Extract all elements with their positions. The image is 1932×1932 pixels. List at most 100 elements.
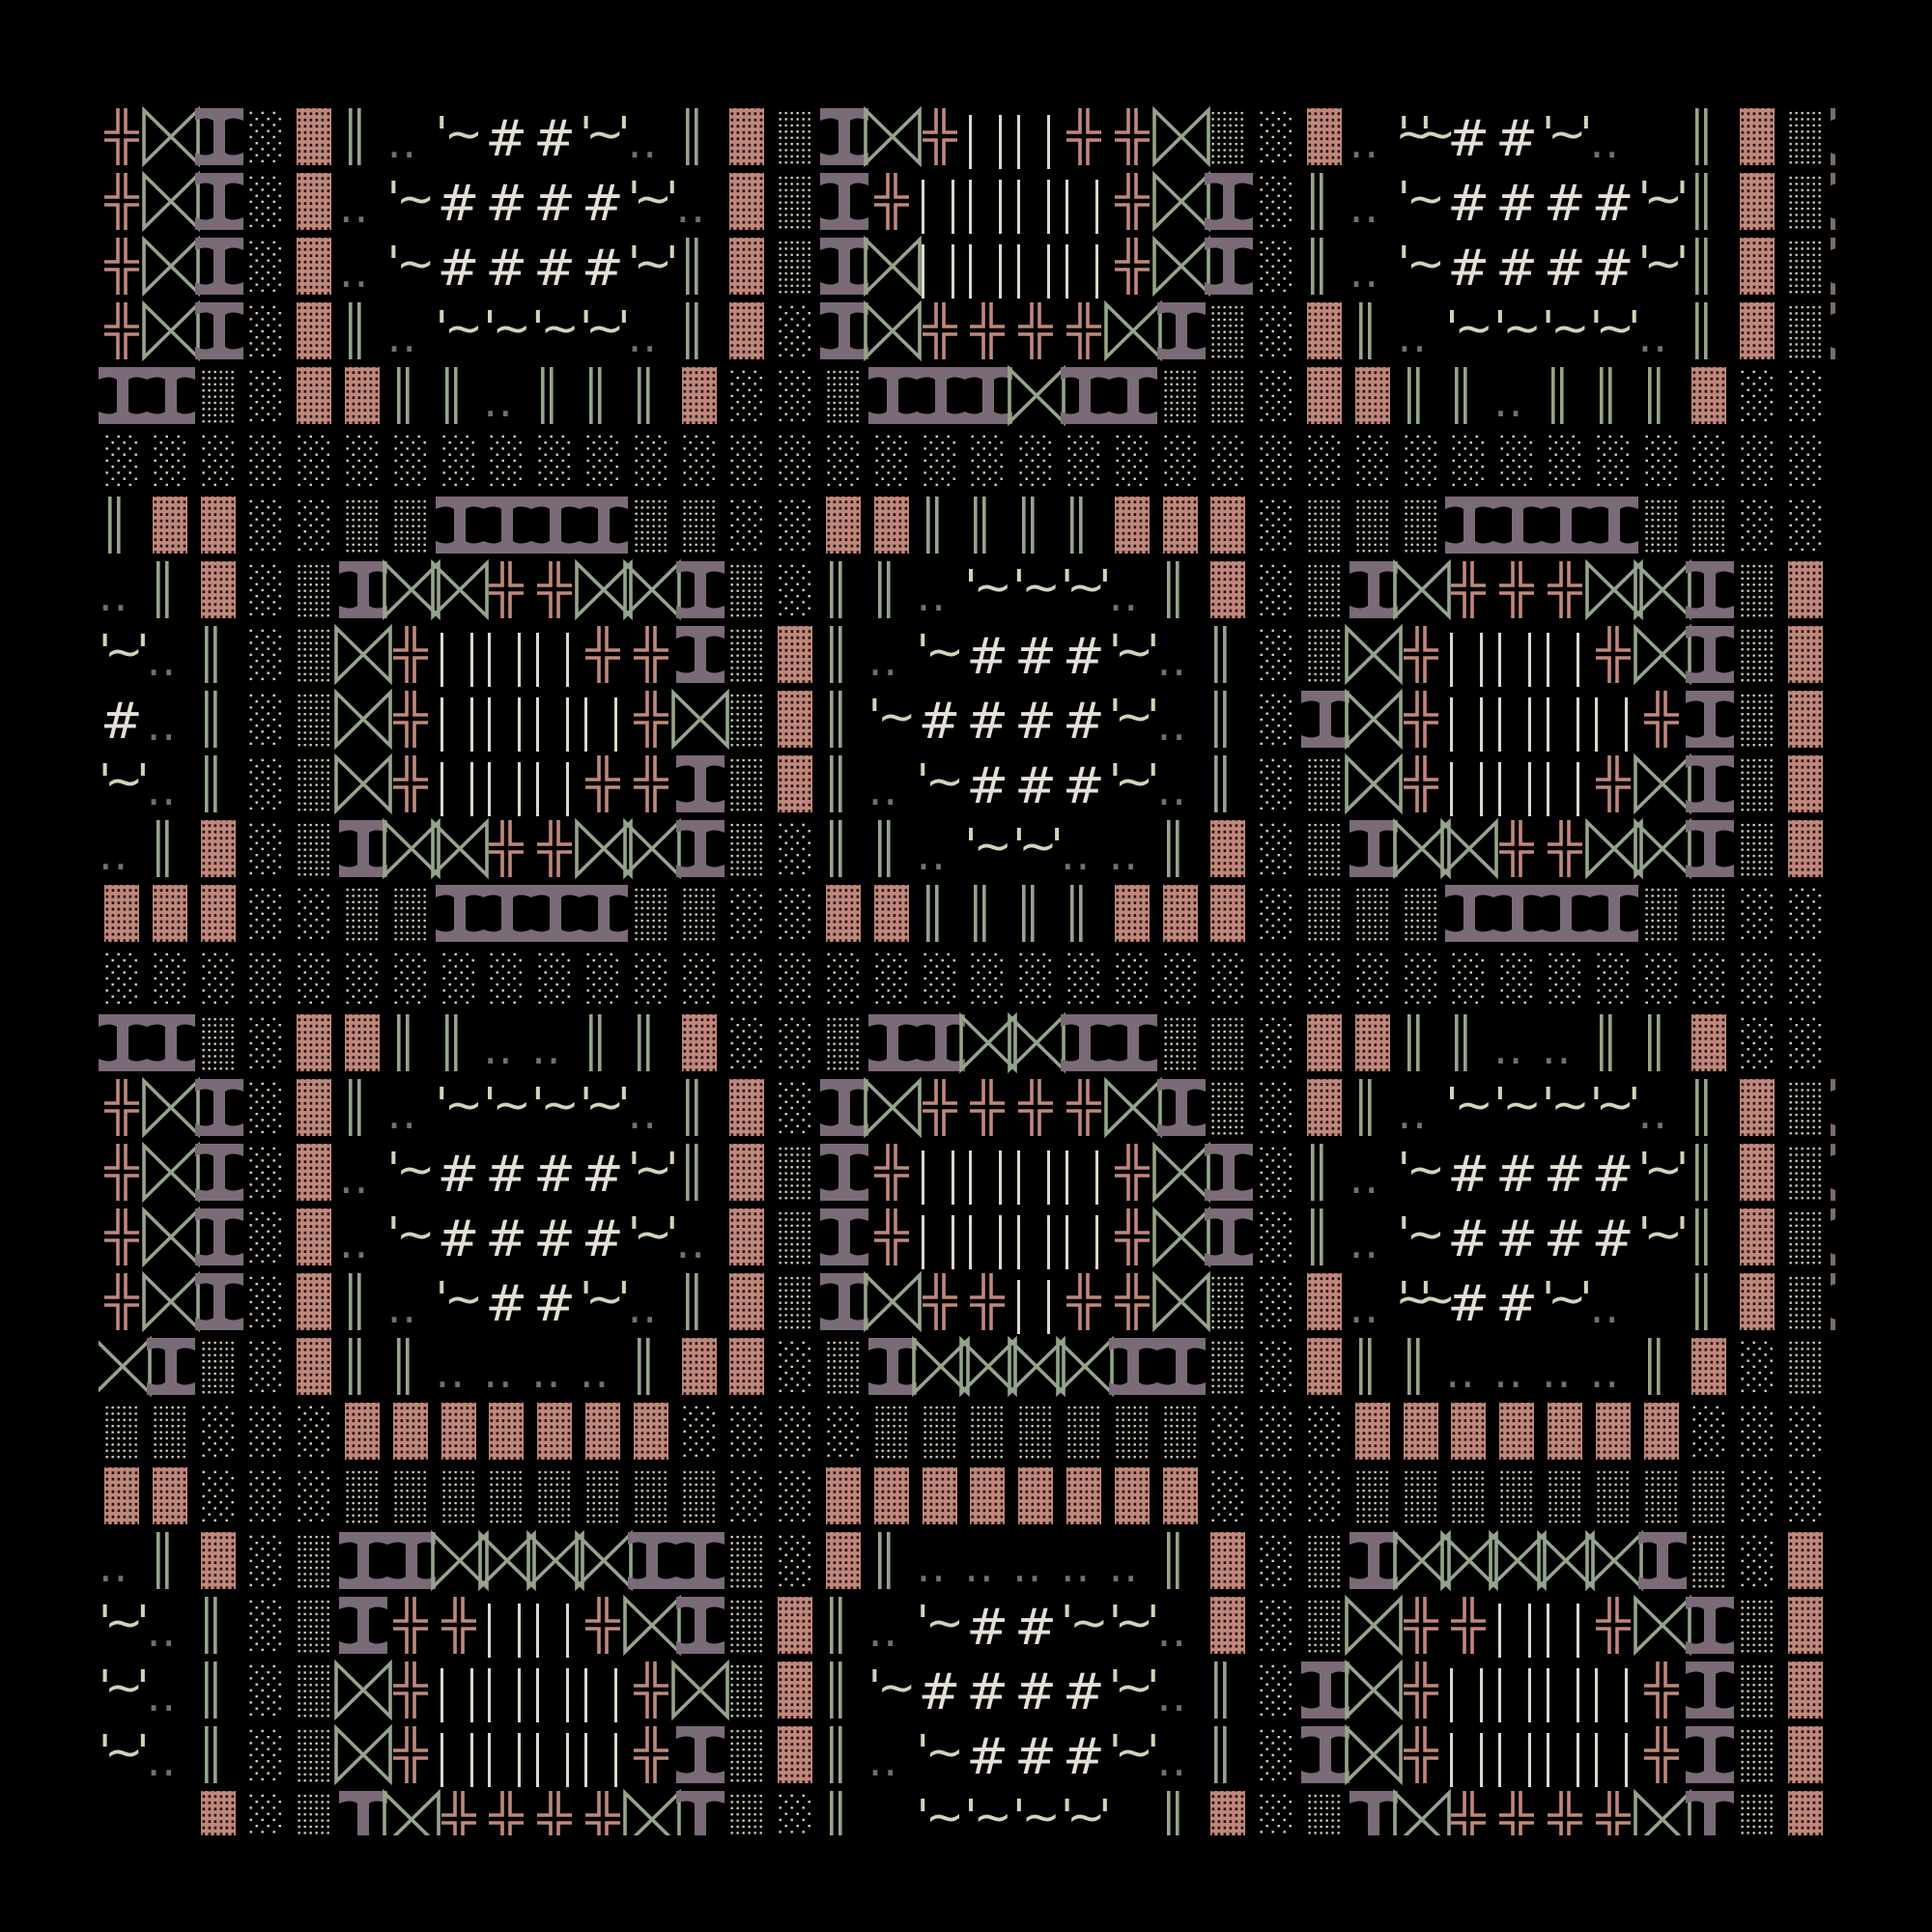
glyph-text: # [1014,687,1057,752]
bar-pair-glyph: | | [1493,687,1542,752]
medium-shade-icon [1205,298,1253,363]
light-shade-icon [772,493,820,557]
double-cross-icon [1061,1075,1109,1140]
glyph-text: # [919,687,961,752]
double-cross-icon [917,298,965,363]
bowtie-icon [1151,169,1210,234]
i-beam-icon [1637,1528,1687,1593]
double-cross-icon [628,687,676,752]
double-bar-icon [1301,234,1350,298]
double-bar-icon [1205,752,1253,816]
medium-shade-icon [1686,493,1734,557]
i-beam-icon [820,1205,868,1269]
glyph-text: # [485,1205,527,1269]
vertical-bar [440,762,443,816]
empty-cell [964,97,1012,104]
bar-pair-glyph: | | [1493,1593,1542,1658]
glyph-text: .. [387,104,417,169]
glyph-text: '~ [917,752,964,811]
quote-tilde-glyph: '~ [436,104,484,169]
dot-pair-glyph: .. [580,1334,628,1399]
light-shade-icon [242,1140,291,1205]
bar-pair-glyph: | | [531,1593,580,1658]
bowtie-icon [478,1528,537,1593]
glyph-text: .. [531,1010,561,1075]
glyph-text: # [485,1140,527,1205]
i-beam-icon [339,557,387,622]
empty-cell [1109,97,1157,104]
glyph-text-inner: # [100,693,143,751]
light-shade-icon [1638,428,1687,493]
glyph-text: .. [99,816,128,881]
medium-shade-icon [868,1399,917,1463]
light-shade-icon [868,946,917,1010]
glyph-text: # [919,1658,961,1722]
dark-shade-icon [1782,557,1831,622]
light-shade-icon [820,946,868,1010]
glyph-text-inner: .. [1061,828,1092,880]
medium-shade-icon [339,881,387,946]
dot-pair-glyph: .. [99,816,147,881]
bowtie-icon [1392,557,1451,622]
vertical-bar [488,633,492,687]
medium-shade-icon [291,1528,339,1593]
bar-pair-glyph: | | [964,234,1012,298]
bowtie-icon [1584,816,1643,881]
light-shade-icon [1253,1528,1301,1593]
dark-shade-icon [1782,752,1831,816]
empty-cell [1157,97,1206,104]
glyph-text-inner: '~' [1637,237,1690,291]
empty-cell [724,97,772,104]
glyph-text-inner: '~' [1589,301,1641,355]
glyph-text-inner: .. [531,1022,562,1074]
medium-shade-icon [1734,1593,1782,1658]
vertical-bar [488,762,492,816]
double-cross-icon [868,1140,917,1205]
bar-pair-glyph: | | [1445,752,1493,816]
glyph-text: .. [1398,298,1428,363]
double-bar-icon [676,298,724,363]
glyph-text-inner: .. [531,1346,562,1398]
pattern-row: '~'..| || || |..'~###'~'..| || || | [99,622,1835,687]
bar-pair-glyph: | | [1061,1140,1109,1205]
empty-cell [1205,97,1253,104]
dot-pair-glyph: .. [1157,622,1206,687]
vertical-bar [584,1668,587,1722]
quote-tilde-glyph: '~ [387,1205,436,1269]
vertical-bar [1095,244,1098,298]
double-cross-icon [1398,1658,1446,1722]
glyph-text-inner: '~ [1542,1078,1589,1132]
medium-shade-icon [195,1010,243,1075]
light-shade-icon [1253,363,1301,428]
light-shade-icon [964,946,1012,1010]
bar-pair-glyph: | | [483,752,531,816]
glyph-text-inner: # [1447,110,1490,168]
bowtie-icon [141,1140,200,1205]
double-bar-icon [964,881,1012,946]
medium-shade-icon [291,1787,339,1835]
i-beam-icon [1686,622,1735,687]
medium-shade-icon [964,1399,1012,1463]
dot-pair-glyph: .. [1590,97,1638,104]
medium-shade-icon [1350,1463,1398,1528]
bar-pair-glyph: | | [531,1722,580,1787]
i-beam-icon [820,1075,868,1140]
double-bar-icon [1686,1075,1734,1140]
medium-shade-icon [531,1463,580,1528]
vertical-bar [518,633,522,687]
i-beam-icon [820,104,868,169]
double-bar-icon [1686,1205,1734,1269]
glyph-text-inner: .. [964,1540,995,1592]
medium-shade-icon [387,493,436,557]
dot-pair-glyph: .. [483,1334,531,1399]
glyph-text-inner: .. [99,1540,129,1592]
vertical-bar [518,1668,522,1722]
double-bar-icon [1157,557,1206,622]
quote-tilde-glyph: '~ [868,1658,917,1722]
light-shade-icon [1542,428,1590,493]
medium-shade-icon [195,1334,243,1399]
medium-shade-icon [1301,1528,1350,1593]
dot-pair-glyph: .. [1061,816,1109,881]
dark-shade-icon [1831,1463,1835,1528]
light-shade-icon [242,1722,291,1787]
